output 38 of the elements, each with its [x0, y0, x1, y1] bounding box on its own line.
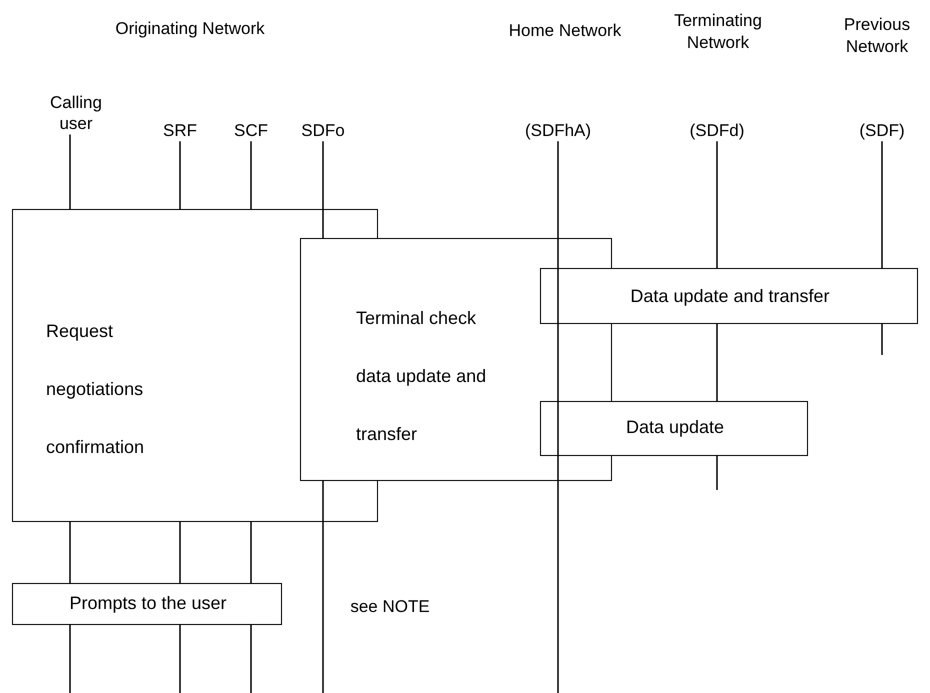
network-title: Originating Network — [114, 18, 266, 40]
lifeline-header: SDFo — [300, 120, 346, 142]
lifeline — [716, 141, 718, 268]
lifeline — [69, 134, 71, 209]
lifeline-header: Calling user — [49, 92, 103, 134]
lifeline — [881, 141, 883, 268]
network-title: Home Network — [508, 20, 622, 42]
lifeline — [881, 324, 883, 355]
box-text: Data update — [624, 416, 726, 438]
lifeline — [179, 625, 181, 693]
lifeline — [179, 522, 181, 583]
lifeline — [179, 141, 181, 209]
lifeline-header: (SDFhA) — [524, 120, 592, 142]
note-text: see NOTE — [349, 596, 431, 618]
box-text: Terminal check data update and transfer — [356, 307, 488, 446]
procedure-box — [12, 583, 282, 625]
lifeline — [250, 522, 252, 583]
box-text: Request negotiations confirmation — [46, 320, 146, 459]
box-text: Prompts to the user — [68, 592, 228, 614]
lifeline-header: SCF — [233, 120, 269, 142]
lifeline — [322, 481, 324, 693]
network-title: Terminating Network — [673, 10, 763, 54]
procedure-box — [540, 268, 918, 324]
procedure-box — [540, 401, 808, 456]
network-title: Previous Network — [842, 14, 912, 58]
lifeline — [250, 625, 252, 693]
lifeline — [322, 141, 324, 209]
lifeline — [69, 522, 71, 583]
lifeline-header: (SDF) — [858, 120, 906, 142]
lifeline — [716, 456, 718, 490]
lifeline — [250, 141, 252, 209]
lifeline — [322, 209, 324, 238]
lifeline-header: SRF — [162, 120, 198, 142]
lifeline — [69, 625, 71, 693]
lifeline — [557, 141, 559, 693]
box-text: Data update and transfer — [629, 285, 831, 307]
lifeline-header: (SDFd) — [688, 120, 746, 142]
lifeline — [716, 324, 718, 401]
